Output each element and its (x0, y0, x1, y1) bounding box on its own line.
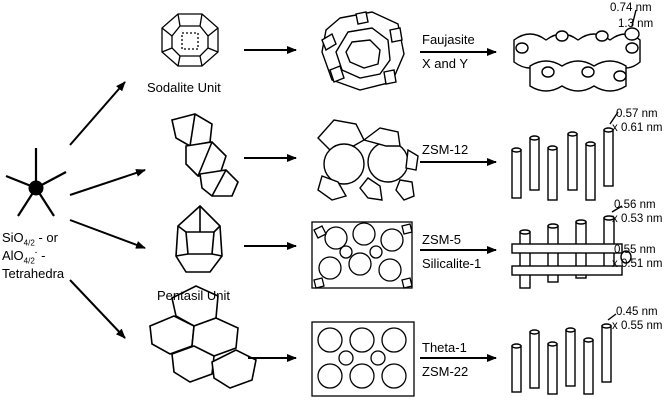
row2-name-line1: ZSM-12 (422, 142, 469, 157)
row3-dim-4: x 0.51 nm (612, 258, 663, 270)
zsm5-framework-icon (311, 221, 413, 289)
row3-name-line1: ZSM-5 (422, 232, 461, 247)
row4-dim-1: 0.45 nm (616, 306, 658, 318)
tetrahedra-line1: SiO4/2 - or (2, 230, 58, 248)
pentasil-unit-icon (175, 204, 223, 273)
sodalite-unit-icon (161, 13, 219, 67)
row1-dim-2: 1.3 nm (618, 18, 654, 30)
pentasil-chain-icon (171, 113, 239, 197)
sodalite-unit-label: Sodalite Unit (147, 80, 221, 95)
zsm12-channel-icon (511, 111, 619, 201)
tetrahedra-line3: Tetrahedra (2, 266, 65, 281)
row3-dim-3: 0.55 nm (614, 244, 656, 256)
zsm5-channel-icon (511, 205, 632, 289)
row3-name-line2: Silicalite-1 (422, 256, 482, 271)
row2-dim-2: x 0.61 nm (612, 122, 663, 134)
row3-dim-1: 0.56 nm (614, 199, 656, 211)
row4-dim-2: x 0.55 nm (612, 320, 663, 332)
unit-arrows (244, 46, 297, 362)
row1-name-line1: Faujasite (422, 32, 475, 47)
faujasite-framework-icon (321, 11, 405, 91)
row2-dim-1: 0.57 nm (616, 108, 658, 120)
row3-dim-2: x 0.53 nm (612, 213, 663, 225)
zsm12-framework-icon (317, 119, 419, 201)
row1-dim-1: 0.74 nm (610, 2, 652, 14)
double-chain-unit-icon (149, 285, 257, 389)
pentasil-unit-label: Pentasil Unit (157, 288, 230, 303)
theta1-channel-icon (511, 313, 617, 395)
faujasite-channel-icon (513, 9, 641, 92)
theta1-framework-icon (311, 321, 415, 397)
tetrahedra-line2: AlO4/2- - (2, 247, 46, 266)
tetra-arrows (69, 81, 146, 339)
row1-name-line2: X and Y (422, 56, 469, 71)
framework-arrows (420, 48, 497, 362)
tetrahedron-icon (5, 148, 67, 217)
row4-name-line1: Theta-1 (422, 340, 467, 355)
row4-name-line2: ZSM-22 (422, 364, 469, 379)
